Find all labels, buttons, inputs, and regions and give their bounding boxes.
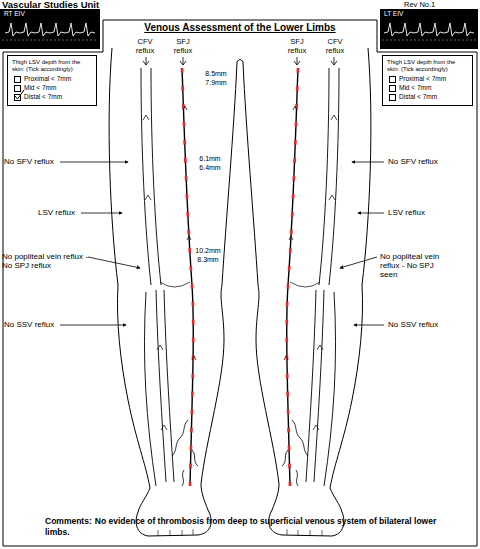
waveform-label: RT EIV [4, 10, 25, 17]
leg-outline [109, 48, 237, 536]
finding-label: No SFV reflux [4, 157, 54, 166]
waveform-label: LT EIV [384, 10, 403, 17]
finding-label: No SFV reflux [388, 157, 438, 166]
finding-label: No SSV reflux [4, 320, 54, 329]
vessel-label: CFV reflux [131, 38, 159, 55]
option-text: Proximal < 7mm [399, 75, 446, 82]
diameter-measurement: 6.1mm [198, 155, 221, 163]
form-frame [3, 20, 477, 546]
checkbox [389, 94, 396, 101]
vessel-label: SFJ reflux [169, 38, 197, 55]
finding-label: No SSV reflux [388, 320, 438, 329]
checkbox [14, 85, 21, 92]
vessel-label: CFV reflux [321, 38, 349, 55]
doppler-waveform [380, 9, 478, 49]
comments-block: Comments:No evidence of thrombosis from … [45, 516, 445, 538]
finding-label: LSV reflux [388, 208, 425, 217]
vessel-label: SFJ reflux [283, 38, 311, 55]
diameter-measurement: 7.9mm [204, 79, 227, 87]
comment-label: Comments: [45, 516, 92, 526]
finding-label: No popliteal vein reflux - No SPJ reflux [2, 252, 90, 270]
checkbox [14, 76, 21, 83]
box-heading: Thigh LSV depth from the skin: (Tick acc… [387, 59, 455, 72]
doppler-waveform [0, 9, 100, 49]
option-text: Mid < 7mm [24, 84, 56, 91]
checklist-box: Thigh LSV depth from the skin: (Tick acc… [7, 55, 97, 106]
crotch-line [237, 60, 243, 63]
option-text: Mid < 7mm [399, 84, 431, 91]
box-heading: Thigh LSV depth from the skin: (Tick acc… [12, 59, 80, 72]
option-text: Proximal < 7mm [24, 75, 71, 82]
checklist-box: Thigh LSV depth from the skin: (Tick acc… [382, 55, 473, 106]
diameter-measurement: 8.5mm [204, 70, 227, 78]
diameter-measurement: 10.2mm [194, 247, 221, 255]
checkbox [389, 76, 396, 83]
finding-label: No popliteal vein reflux - No SPJ seen [380, 252, 452, 280]
finding-label: LSV reflux [38, 208, 75, 217]
revision-number: Rev No.1 [404, 1, 435, 10]
page-title: Venous Assessment of the Lower Limbs [103, 22, 377, 34]
option-text: Distal < 7mm [399, 93, 437, 100]
option-text: Distal < 7mm [24, 93, 62, 100]
leader-arrow [60, 162, 384, 325]
tick-mark [14, 90, 24, 100]
unit-header: Vascular Studies Unit [2, 0, 99, 11]
diameter-measurement: 8.3mm [196, 256, 219, 264]
checkbox [14, 94, 21, 101]
comment-label: No evidence of thrombosis from deep to s… [45, 516, 436, 537]
diameter-measurement: 6.4mm [198, 164, 221, 172]
checkbox [389, 85, 396, 92]
leg-outline [243, 48, 371, 536]
